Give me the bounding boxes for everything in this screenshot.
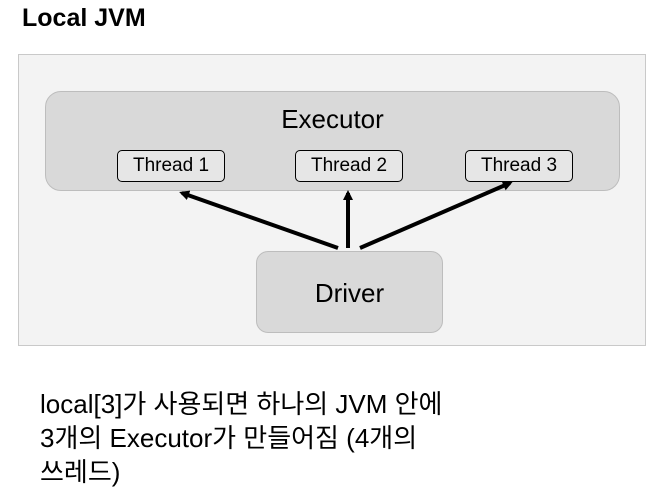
caption: local[3]가 사용되면 하나의 JVM 안에 3개의 Executor가 … [40,387,600,489]
page-title: Local JVM [22,4,146,32]
thread-2-box: Thread 2 [295,150,403,182]
driver-box: Driver [256,251,443,333]
thread-1-box: Thread 1 [117,150,225,182]
arrow-driver-to-thread-1 [179,190,339,250]
caption-line: 쓰레드) [40,457,121,487]
executor-label: Executor [281,104,384,134]
driver-label: Driver [314,278,385,308]
executor-box: Executor Thread 1 Thread 2 Thread 3 [45,91,620,191]
arrow-driver-to-thread-3 [359,181,513,250]
caption-line: local[3]가 사용되면 하나의 JVM 안에 [40,389,443,419]
caption-line: 3개의 Executor가 만들어짐 (4개의 [40,423,418,453]
thread-3-box: Thread 3 [465,150,573,182]
